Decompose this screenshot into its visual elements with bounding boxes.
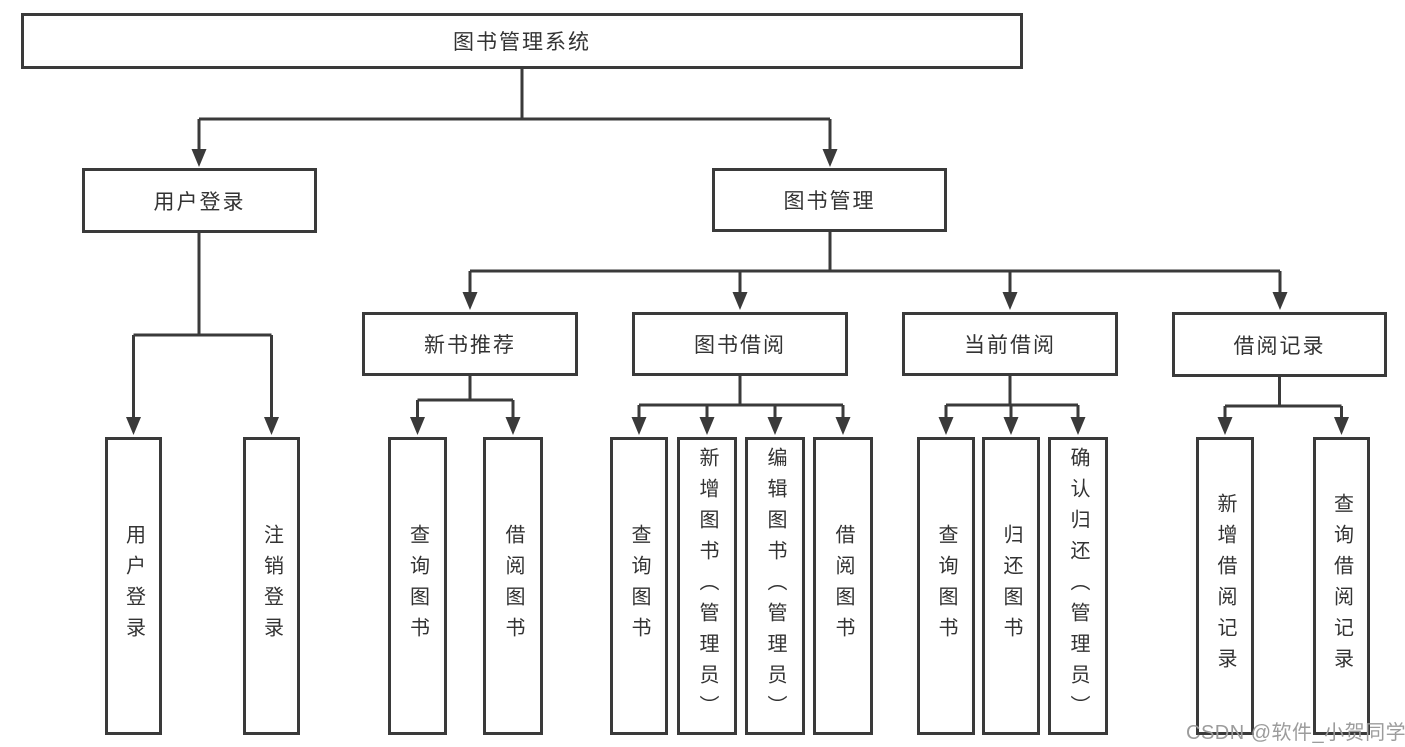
leaf-box-borrow-books: 借阅图书 [483, 437, 543, 735]
leaf-box-query-borrow-record: 查询借阅记录 [1313, 437, 1370, 735]
root-box-library-system: 图书管理系统 [21, 13, 1023, 69]
branch-box-book-management: 图书管理 [712, 168, 947, 232]
section-box-book-borrowing: 图书借阅 [632, 312, 848, 376]
branch-box-user-login: 用户登录 [82, 168, 317, 233]
leaf-box-logout: 注销登录 [243, 437, 300, 735]
leaf-box-borrow-books: 借阅图书 [813, 437, 873, 735]
leaf-box-confirm-return-admin: 确认归还（管理员） [1048, 437, 1108, 735]
leaf-box-user-login: 用户登录 [105, 437, 162, 735]
leaf-box-add-books-admin: 新增图书（管理员） [677, 437, 737, 735]
csdn-watermark: CSDN @软件_小贺同学 [1186, 722, 1405, 744]
leaf-box-add-borrow-record: 新增借阅记录 [1196, 437, 1254, 735]
section-box-borrowing-records: 借阅记录 [1172, 312, 1387, 377]
leaf-box-query-books: 查询图书 [610, 437, 668, 735]
leaf-box-query-books: 查询图书 [917, 437, 975, 735]
section-box-current-borrowing: 当前借阅 [902, 312, 1118, 376]
leaf-box-edit-books-admin: 编辑图书（管理员） [745, 437, 805, 735]
section-box-new-book-recommend: 新书推荐 [362, 312, 578, 376]
leaf-box-query-books: 查询图书 [388, 437, 447, 735]
leaf-box-return-books: 归还图书 [982, 437, 1040, 735]
